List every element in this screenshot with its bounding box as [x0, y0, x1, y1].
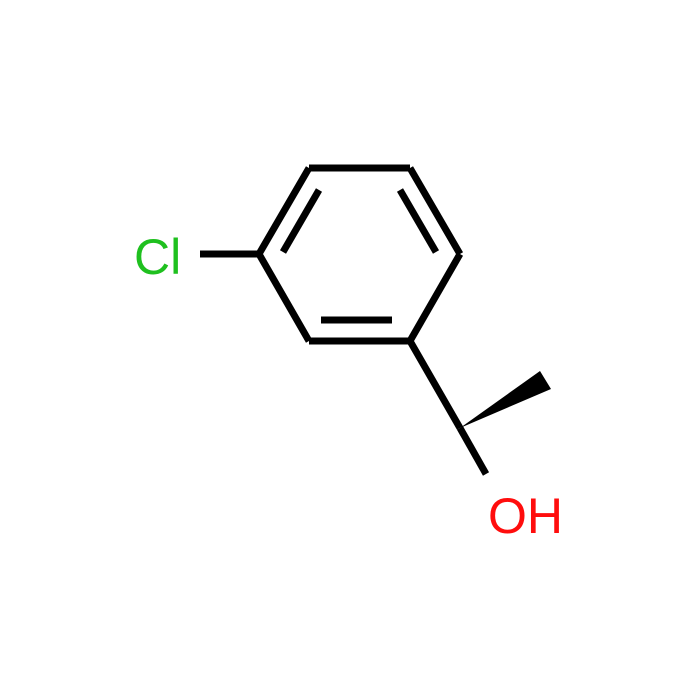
c-o-bond	[456, 426, 490, 476]
wedge-bond	[460, 371, 551, 428]
ring-bond-2	[406, 166, 464, 256]
hydroxyl-label: OH	[488, 488, 563, 544]
ring-bond-5	[255, 252, 313, 343]
ring-bond-3	[406, 252, 464, 343]
chlorine-label: Cl	[134, 229, 181, 285]
c-c-bond	[406, 339, 464, 430]
ring-bond-6	[255, 166, 313, 256]
ring-double-bond-inner-3	[279, 188, 323, 254]
ring-double-bond-inner-1	[396, 188, 440, 254]
